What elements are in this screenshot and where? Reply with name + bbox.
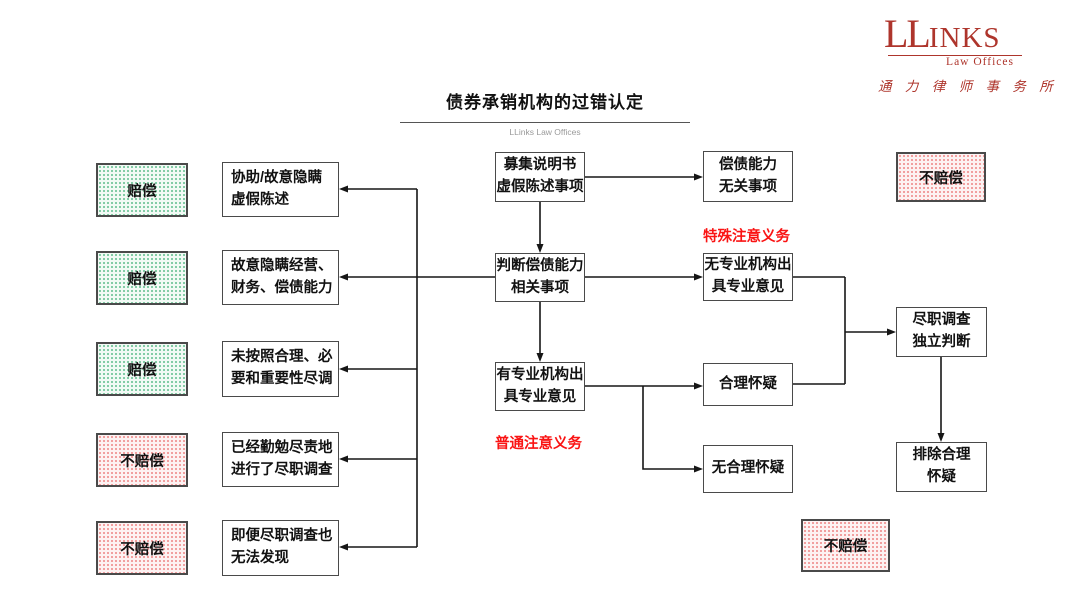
outcome-compensate-2: 赔偿 — [96, 251, 188, 305]
flow-judge-solvency: 判断偿债能力 相关事项 — [495, 253, 585, 302]
outcome-label: 不赔偿 — [823, 539, 868, 555]
page-title: 债券承销机构的过错认定 — [446, 93, 644, 112]
condition-line: 进行了尽职调查 — [231, 461, 333, 478]
flow-node-line: 无关事项 — [719, 178, 777, 195]
annotation-special-duty: 特殊注意义务 — [703, 229, 790, 245]
outcome-label: 赔偿 — [127, 183, 157, 200]
condition-line: 故意隐瞒经营、 — [231, 257, 333, 274]
flow-due-diligence-judgment: 尽职调查 独立判断 — [896, 307, 987, 357]
condition-line: 即便尽职调查也 — [231, 528, 333, 545]
flow-solvency-unrelated: 偿债能力 无关事项 — [703, 151, 793, 202]
condition-assist-conceal: 协助/故意隐瞒 虚假陈述 — [222, 162, 339, 217]
flow-node-line: 合理怀疑 — [719, 375, 777, 392]
condition-conceal-finances: 故意隐瞒经营、 财务、偿债能力 — [222, 250, 339, 305]
outcome-no-compensate-4: 不赔偿 — [96, 433, 188, 487]
flow-exclude-reasonable-doubt: 排除合理 怀疑 — [896, 442, 987, 492]
flow-node-line: 相关事项 — [511, 279, 569, 296]
outcome-label: 不赔偿 — [919, 170, 963, 187]
flow-node-line: 虚假陈述事项 — [496, 179, 584, 195]
flow-with-professional-opinion: 有专业机构出 具专业意见 — [495, 362, 585, 411]
annotation-ordinary-duty: 普通注意义务 — [495, 436, 582, 452]
page-subtitle: LLinks Law Offices — [509, 127, 581, 137]
title-block: 债券承销机构的过错认定 LLinks Law Offices — [400, 88, 690, 137]
flow-node-line: 具专业意见 — [503, 388, 577, 405]
condition-line: 未按照合理、必 — [231, 349, 333, 366]
flow-node-line: 怀疑 — [927, 469, 956, 485]
flow-node-line: 排除合理 — [912, 447, 971, 464]
outcome-label: 不赔偿 — [120, 541, 164, 558]
condition-line: 财务、偿债能力 — [231, 279, 333, 296]
flow-node-line: 无专业机构出 — [704, 257, 792, 274]
outcome-no-compensate-top-right: 不赔偿 — [896, 152, 986, 202]
flow-node-line: 判断偿债能力 — [496, 257, 584, 274]
condition-no-proper-diligence: 未按照合理、必 要和重要性尽调 — [222, 341, 339, 397]
condition-line: 协助/故意隐瞒 — [231, 169, 323, 186]
condition-line: 无法发现 — [231, 550, 289, 566]
outcome-no-compensate-bottom: 不赔偿 — [801, 519, 890, 572]
logo-word-rest: INKS — [928, 22, 1001, 54]
condition-line: 虚假陈述 — [231, 191, 289, 208]
outcome-label: 不赔偿 — [120, 453, 164, 470]
logo-chinese-name: 通 力 律 师 事 务 所 — [878, 79, 1058, 94]
flow-no-professional-opinion: 无专业机构出 具专业意见 — [703, 253, 793, 301]
logo-wordmark: LLINKS — [878, 14, 1028, 54]
outcome-label: 赔偿 — [127, 362, 157, 379]
condition-line: 已经勤勉尽责地 — [231, 439, 333, 456]
flow-node-line: 尽职调查 — [912, 312, 971, 329]
outcome-label: 赔偿 — [127, 271, 157, 288]
condition-line: 要和重要性尽调 — [231, 371, 333, 387]
flow-node-line: 偿债能力 — [719, 156, 777, 173]
logo-word-large: LL — [884, 11, 931, 56]
llinks-logo: LLINKS Law Offices 通 力 律 师 事 务 所 — [878, 14, 1058, 95]
logo-tagline: Law Offices — [888, 55, 1022, 68]
outcome-no-compensate-5: 不赔偿 — [96, 521, 188, 575]
outcome-compensate-1: 赔偿 — [96, 163, 188, 217]
outcome-compensate-3: 赔偿 — [96, 342, 188, 396]
flow-no-reasonable-doubt: 无合理怀疑 — [703, 445, 793, 493]
flow-node-line: 无合理怀疑 — [711, 460, 785, 477]
flow-reasonable-doubt: 合理怀疑 — [703, 363, 793, 406]
flow-node-line: 有专业机构出 — [496, 366, 584, 383]
condition-diligent-investigation: 已经勤勉尽责地 进行了尽职调查 — [222, 432, 339, 487]
flow-node-line: 具专业意见 — [711, 279, 785, 295]
flow-prospectus-misstatement: 募集说明书 虚假陈述事项 — [495, 152, 585, 202]
flow-node-line: 募集说明书 — [503, 157, 577, 174]
condition-undetectable: 即便尽职调查也 无法发现 — [222, 520, 339, 576]
title-divider — [400, 122, 690, 123]
flow-node-line: 独立判断 — [912, 334, 971, 350]
